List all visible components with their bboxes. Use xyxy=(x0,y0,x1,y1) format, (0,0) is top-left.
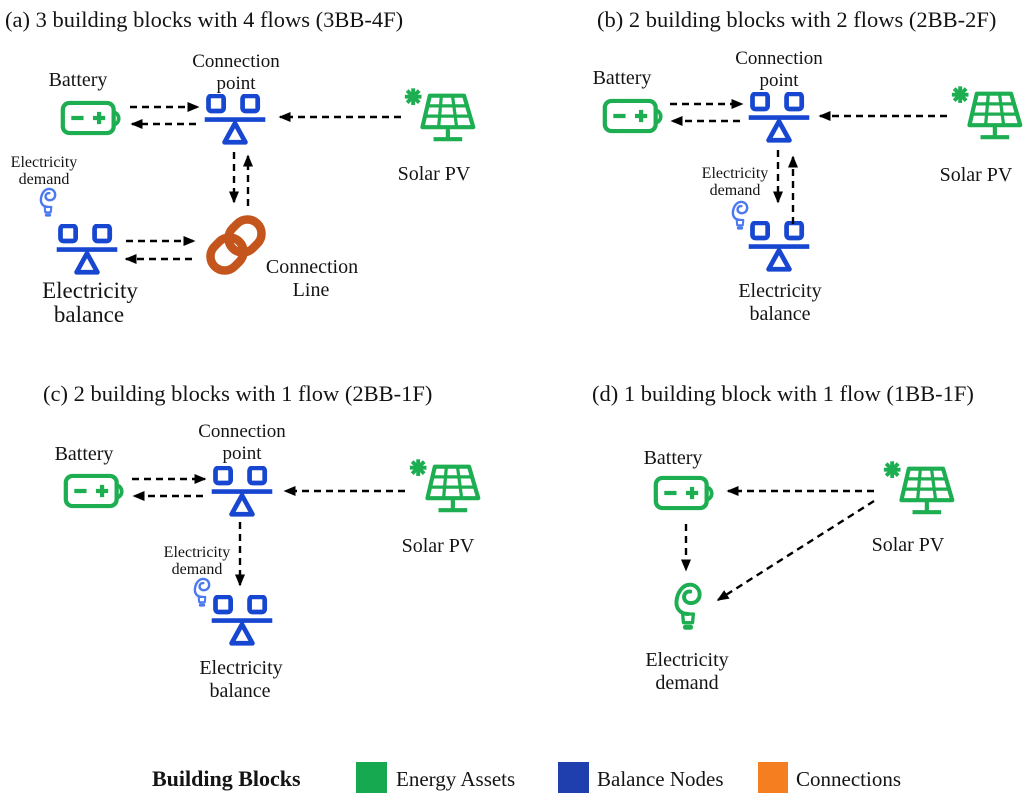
battery-icon xyxy=(63,103,119,133)
solar-pv-icon xyxy=(884,461,952,512)
electricity-balance-label-line1: Electricity xyxy=(199,657,282,679)
solar-pv-icon xyxy=(410,459,478,510)
solar-pv-icon xyxy=(952,86,1020,137)
electricity-balance-icon xyxy=(212,597,273,643)
electricity-balance-icon xyxy=(749,223,810,269)
panel-a-title: (a) 3 building blocks with 4 flows (3BB-… xyxy=(5,7,403,32)
electricity-demand-label-line2: demand xyxy=(172,561,223,578)
panel-b-title: (b) 2 building blocks with 2 flows (2BB-… xyxy=(597,7,996,32)
battery-label: Battery xyxy=(593,67,652,89)
electricity-demand-label-line1: Electricity xyxy=(702,165,769,182)
electricity-balance-label-line2: balance xyxy=(749,303,810,325)
solar-pv-icon xyxy=(405,88,473,139)
battery-label: Battery xyxy=(644,447,703,469)
battery-label: Battery xyxy=(49,69,108,91)
electricity-demand-bulb-icon xyxy=(193,577,211,607)
electricity-demand-bulb-icon xyxy=(39,187,57,217)
battery-icon xyxy=(656,478,712,508)
electricity-demand-bulb-icon xyxy=(676,585,699,628)
panel-c-title: (c) 2 building blocks with 1 flow (2BB-1… xyxy=(43,381,432,406)
connection-point-label-line2: point xyxy=(216,73,256,94)
legend: Building Blocks Energy Assets Balance No… xyxy=(152,762,901,793)
electricity-balance-label-line1: Electricity xyxy=(42,278,138,303)
connection-point-balance-icon xyxy=(205,96,266,142)
electricity-balance-icon xyxy=(57,226,118,272)
electricity-balance-label-line2: balance xyxy=(209,680,270,702)
connection-point-balance-icon xyxy=(212,468,273,514)
solar-pv-label: Solar PV xyxy=(872,534,945,556)
legend-swatch-energy-assets xyxy=(356,762,387,793)
electricity-demand-label-line2: demand xyxy=(710,182,761,199)
solar-pv-label: Solar PV xyxy=(398,163,471,185)
solar-pv-label: Solar PV xyxy=(940,164,1013,186)
connection-point-balance-icon xyxy=(749,94,810,140)
electricity-balance-label-line2: balance xyxy=(54,302,124,327)
battery-label: Battery xyxy=(55,443,114,465)
legend-swatch-balance-nodes xyxy=(558,762,589,793)
panel-d: (d) 1 building block with 1 flow (1BB-1F… xyxy=(592,381,974,694)
panel-b: (b) 2 building blocks with 2 flows (2BB-… xyxy=(593,7,1021,325)
legend-swatch-connections xyxy=(758,762,788,793)
legend-label-energy-assets: Energy Assets xyxy=(396,767,515,791)
electricity-demand-label-line2: demand xyxy=(19,171,70,188)
electricity-demand-label-line2: demand xyxy=(655,672,718,694)
electricity-demand-bulb-icon xyxy=(731,200,749,230)
electricity-demand-label-line1: Electricity xyxy=(164,544,231,561)
flow-solar-to-demand xyxy=(716,499,875,602)
connection-point-label-line2: point xyxy=(222,443,262,464)
connection-line-chain-icon xyxy=(205,214,268,277)
connection-point-label-line1: Connection xyxy=(198,421,286,442)
legend-label-connections: Connections xyxy=(796,767,901,791)
panel-a: (a) 3 building blocks with 4 flows (3BB-… xyxy=(5,7,473,327)
connection-point-label-line2: point xyxy=(759,70,799,91)
electricity-balance-label-line1: Electricity xyxy=(738,280,821,302)
connection-line-label-line2: Line xyxy=(293,279,330,301)
electricity-demand-label-line1: Electricity xyxy=(645,649,728,671)
connection-line-label-line1: Connection xyxy=(266,256,358,278)
connection-point-label-line1: Connection xyxy=(192,51,280,72)
electricity-demand-label-line1: Electricity xyxy=(11,154,78,171)
legend-heading: Building Blocks xyxy=(152,766,301,791)
connection-point-label-line1: Connection xyxy=(735,48,823,69)
legend-label-balance-nodes: Balance Nodes xyxy=(597,767,724,791)
solar-pv-label: Solar PV xyxy=(402,535,475,557)
battery-icon xyxy=(66,476,122,506)
battery-icon xyxy=(605,101,661,131)
panel-d-title: (d) 1 building block with 1 flow (1BB-1F… xyxy=(592,381,974,406)
panel-c: (c) 2 building blocks with 1 flow (2BB-1… xyxy=(43,381,478,702)
